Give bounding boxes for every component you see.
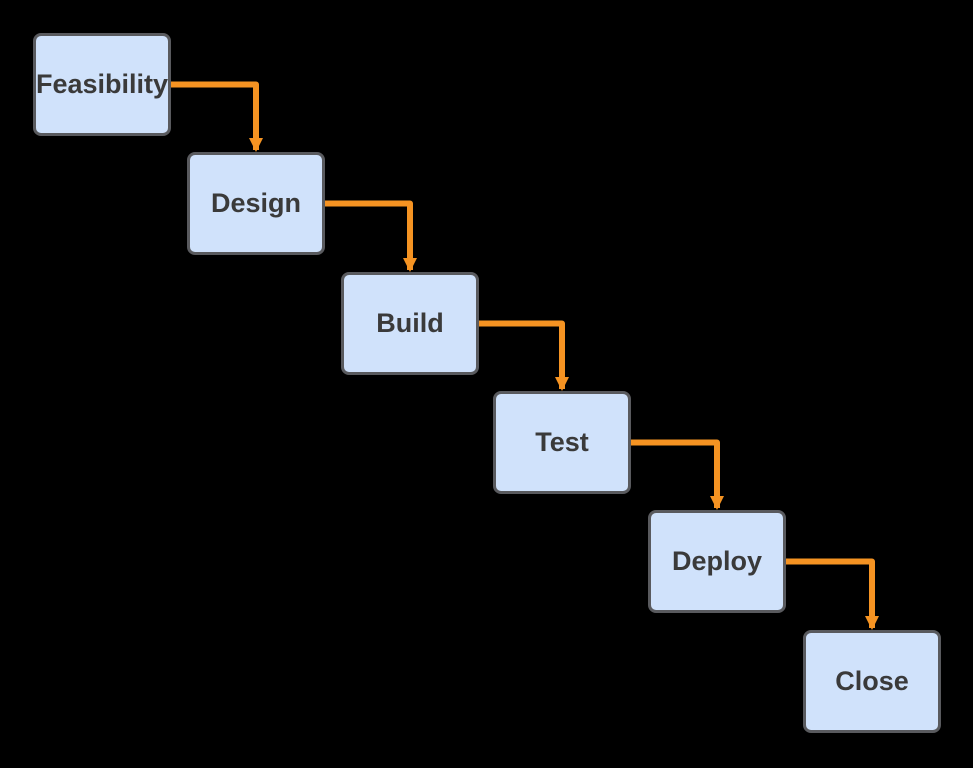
node-label: Feasibility	[35, 69, 169, 99]
node-label: Test	[535, 427, 589, 457]
connector-build-test[interactable]	[479, 320, 569, 391]
node-close[interactable]: Close	[803, 630, 941, 733]
connector-test-deploy[interactable]	[631, 439, 724, 510]
node-test[interactable]: Test	[493, 391, 631, 494]
node-build[interactable]: Build	[341, 272, 479, 375]
connector-design-build[interactable]	[325, 200, 417, 272]
node-label: Deploy	[671, 546, 763, 576]
node-label: Build	[376, 308, 444, 338]
node-feasibility[interactable]: Feasibility	[33, 33, 171, 136]
node-deploy[interactable]: Deploy	[648, 510, 786, 613]
connector-feasibility-design[interactable]	[171, 81, 263, 152]
connector-deploy-close[interactable]	[786, 558, 879, 630]
node-design[interactable]: Design	[187, 152, 325, 255]
node-label: Close	[835, 666, 909, 696]
node-label: Design	[210, 188, 302, 218]
